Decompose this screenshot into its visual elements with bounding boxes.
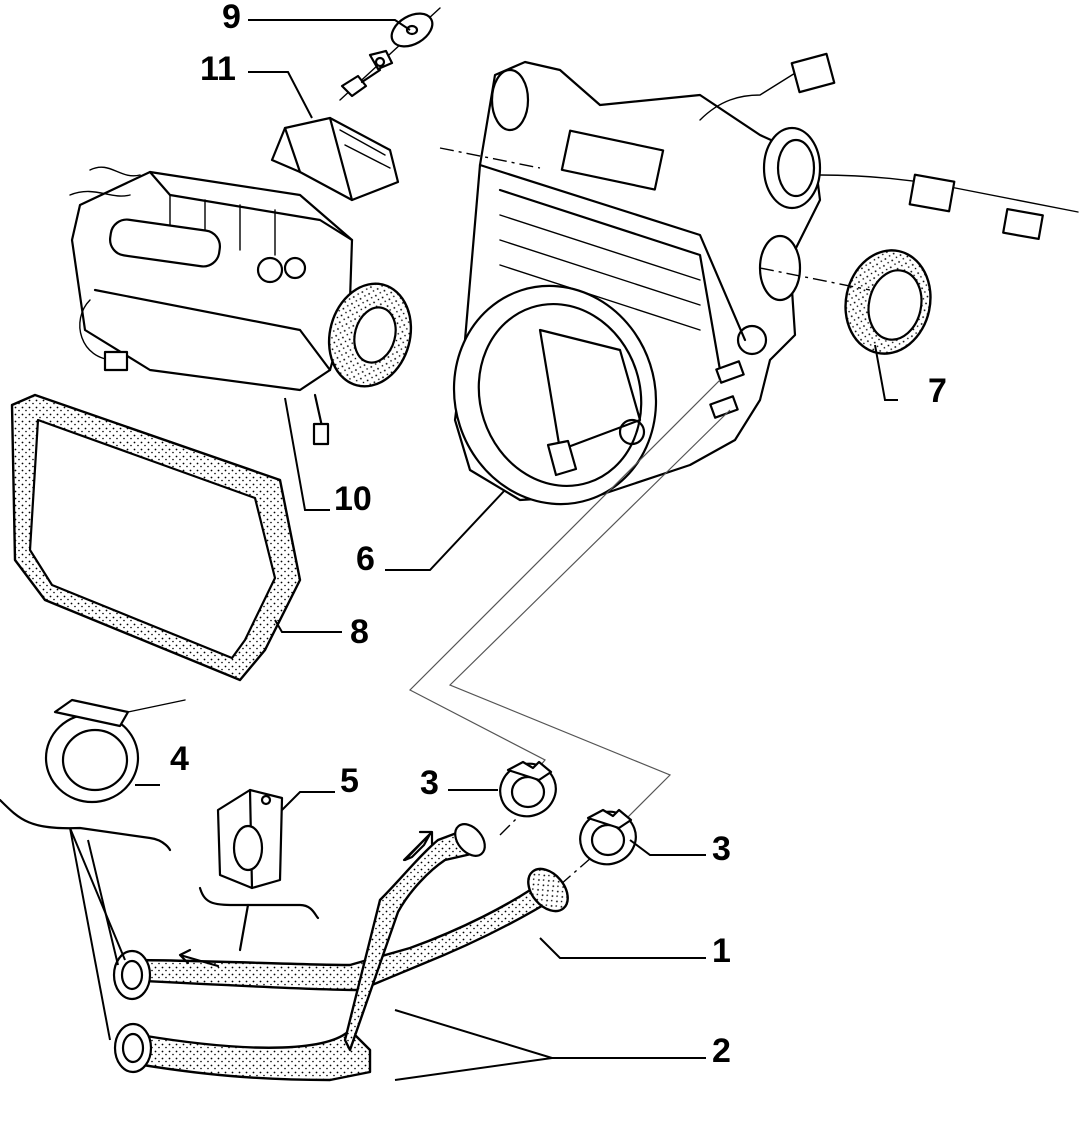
part-1-hose-upper <box>112 878 562 1001</box>
callout-11: 11 <box>200 50 236 88</box>
arrow-icon <box>402 830 434 862</box>
part-7-seal-ring <box>844 249 932 355</box>
part-8-gasket <box>10 393 302 682</box>
callout-6: 6 <box>356 540 375 578</box>
callout-7: 7 <box>928 372 947 410</box>
part-6-heater-unit <box>452 52 1079 506</box>
bracket-group-holder <box>198 886 320 920</box>
part-9-fasteners <box>339 7 441 101</box>
bracket-group-left <box>0 798 172 852</box>
part-3-clamp-left <box>499 760 557 818</box>
part-3-clamp-right <box>579 808 637 866</box>
part-4-spring-clamp <box>44 698 186 804</box>
part-1-hose-end <box>527 867 569 913</box>
part-2-hose-lower <box>113 823 486 1082</box>
callout-5: 5 <box>340 762 359 800</box>
axis-line-upper <box>439 147 541 169</box>
guide-line-right <box>448 409 731 826</box>
leader-lines <box>69 19 898 1081</box>
part-10-heater-box <box>69 166 413 446</box>
callout-1: 1 <box>712 932 731 970</box>
part-11-duct <box>270 116 400 202</box>
part-5-hose-holder <box>216 788 284 890</box>
arrow-icon <box>178 948 220 968</box>
callout-9: 9 <box>222 0 241 36</box>
callout-4: 4 <box>170 740 189 778</box>
bracket-stem-holder <box>238 903 250 952</box>
axis-line-seal <box>759 267 871 291</box>
callout-10: 10 <box>334 480 372 518</box>
callout-8: 8 <box>350 613 369 651</box>
callout-2: 2 <box>712 1032 731 1070</box>
axis-line-hose-2 <box>559 849 601 886</box>
callout-3-right: 3 <box>712 830 731 868</box>
callout-3-left: 3 <box>420 764 439 802</box>
